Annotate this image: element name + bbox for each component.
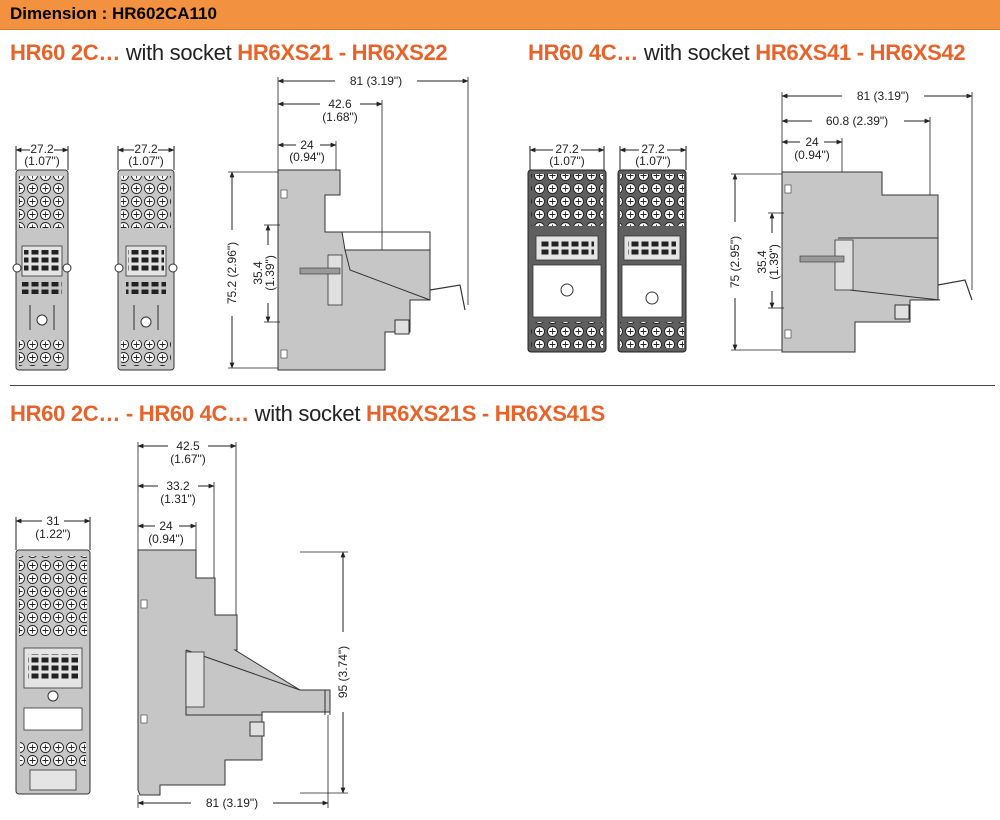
s1-front-width-dim-a: 27.2 (1.07") xyxy=(15,142,69,170)
s2-rail-height-inch: (1.39") xyxy=(767,244,781,280)
s2-depth-2-label: 60.8 (2.39") xyxy=(826,114,888,128)
s3-front-view xyxy=(15,549,91,795)
section-title-middle: with socket xyxy=(120,40,238,65)
s1-height-dim: 75.2 (2.96") xyxy=(225,171,278,369)
s1-front-width-inch: (1.07") xyxy=(128,154,164,168)
s1-depth-2-inch: (1.68") xyxy=(322,110,358,124)
s3-height-label: 95 (3.74") xyxy=(336,646,350,698)
s1-front-view-b xyxy=(114,169,178,371)
section-title-suffix: HR6XS21 - HR6XS22 xyxy=(237,40,448,65)
section-title-s: HR60 2C… - HR60 4C… with socket HR6XS21S… xyxy=(10,401,605,427)
s2-front-view-b xyxy=(617,169,687,353)
s1-front-view-a xyxy=(12,169,72,371)
s3-front-width-dim: 31 (1.22") xyxy=(15,513,91,550)
s1-depth-dim-42-6: 42.6 (1.68") xyxy=(277,96,383,250)
section-title-prefix: HR60 2C… xyxy=(10,40,121,65)
s2-rail-height-dim: 35.4 (1.39") xyxy=(755,212,784,309)
s1-front-width-value: 27.2 xyxy=(134,142,158,156)
s1-depth-3-value: 24 xyxy=(300,138,314,152)
s2-depth-3-inch: (0.94") xyxy=(794,148,830,162)
s2-front-width-value: 27.2 xyxy=(641,142,665,156)
s2-depth-3-value: 24 xyxy=(805,135,819,149)
s3-depth-dim-33-2: 33.2 (1.31") xyxy=(137,478,215,578)
s1-side-view xyxy=(277,169,466,371)
s3-depth-1-inch: (1.67") xyxy=(170,452,206,466)
section-title-suffix: HR6XS41 - HR6XS42 xyxy=(755,40,966,65)
section-title-2c: HR60 2C… with socket HR6XS21 - HR6XS22 xyxy=(10,40,448,66)
s3-depth-dim-42-5: 42.5 (1.67") xyxy=(137,438,237,615)
header-title: Dimension : HR602CA110 xyxy=(10,4,217,23)
s3-depth-1-value: 42.5 xyxy=(176,439,200,453)
section-divider xyxy=(10,385,995,386)
s3-overall-depth-label: 81 (3.19") xyxy=(206,796,258,810)
s2-depth-dim-81: 81 (3.19") xyxy=(781,88,973,290)
s1-front-width-inch: (1.07") xyxy=(24,154,60,168)
s3-height-dim: 95 (3.74") xyxy=(300,551,351,794)
s2-overall-depth-label: 81 (3.19") xyxy=(857,89,909,103)
section-title-middle: with socket xyxy=(248,401,366,426)
section-title-4c: HR60 4C… with socket HR6XS41 - HR6XS42 xyxy=(528,40,966,66)
s3-depth-dim-24: 24 (0.94") xyxy=(137,518,197,550)
s1-depth-3-inch: (0.94") xyxy=(289,150,325,164)
s2-front-width-dim-b: 27.2 (1.07") xyxy=(619,142,687,170)
s2-height-label: 75 (2.95") xyxy=(728,236,742,288)
s2-height-dim: 75 (2.95") xyxy=(728,173,782,351)
section-title-middle: with socket xyxy=(638,40,756,65)
s2-front-width-inch: (1.07") xyxy=(635,154,671,168)
s3-depth-3-value: 24 xyxy=(159,519,173,533)
s2-front-width-inch: (1.07") xyxy=(549,154,585,168)
s3-depth-3-inch: (0.94") xyxy=(148,532,184,546)
s2-side-view xyxy=(781,171,973,353)
s3-depth-2-inch: (1.31") xyxy=(160,492,196,506)
s2-front-width-dim-a: 27.2 (1.07") xyxy=(529,142,605,170)
s3-front-width-value: 31 xyxy=(46,514,60,528)
s3-depth-dim-81: 81 (3.19") xyxy=(137,715,329,810)
s1-front-width-value: 27.2 xyxy=(30,142,54,156)
s1-front-width-dim-b: 27.2 (1.07") xyxy=(117,142,175,170)
s2-depth-dim-60-8: 60.8 (2.39") xyxy=(781,113,931,195)
s1-rail-height-dim: 35.4 (1.39") xyxy=(251,224,280,323)
s1-height-label: 75.2 (2.96") xyxy=(225,242,239,304)
s3-depth-2-value: 33.2 xyxy=(166,479,190,493)
s1-depth-dim-81: 81 (3.19") xyxy=(277,73,469,305)
section-title-prefix: HR60 2C… - HR60 4C… xyxy=(10,401,249,426)
section-title-prefix: HR60 4C… xyxy=(528,40,639,65)
s2-front-width-value: 27.2 xyxy=(555,142,579,156)
s1-depth-dim-24: 24 (0.94") xyxy=(277,137,337,170)
section-title-suffix: HR6XS21S - HR6XS41S xyxy=(365,401,605,426)
s1-rail-height-value: 35.4 xyxy=(251,261,265,285)
s1-depth-2-value: 42.6 xyxy=(328,97,352,111)
s1-overall-depth-label: 81 (3.19") xyxy=(350,74,402,88)
s2-rail-height-value: 35.4 xyxy=(755,250,769,274)
s3-side-view xyxy=(137,549,331,796)
s2-front-view-a xyxy=(527,169,607,353)
s1-rail-height-inch: (1.39") xyxy=(263,255,277,291)
header-bar: Dimension : HR602CA110 xyxy=(0,0,1000,30)
s3-front-width-inch: (1.22") xyxy=(35,527,71,541)
s2-depth-dim-24: 24 (0.94") xyxy=(781,134,843,172)
